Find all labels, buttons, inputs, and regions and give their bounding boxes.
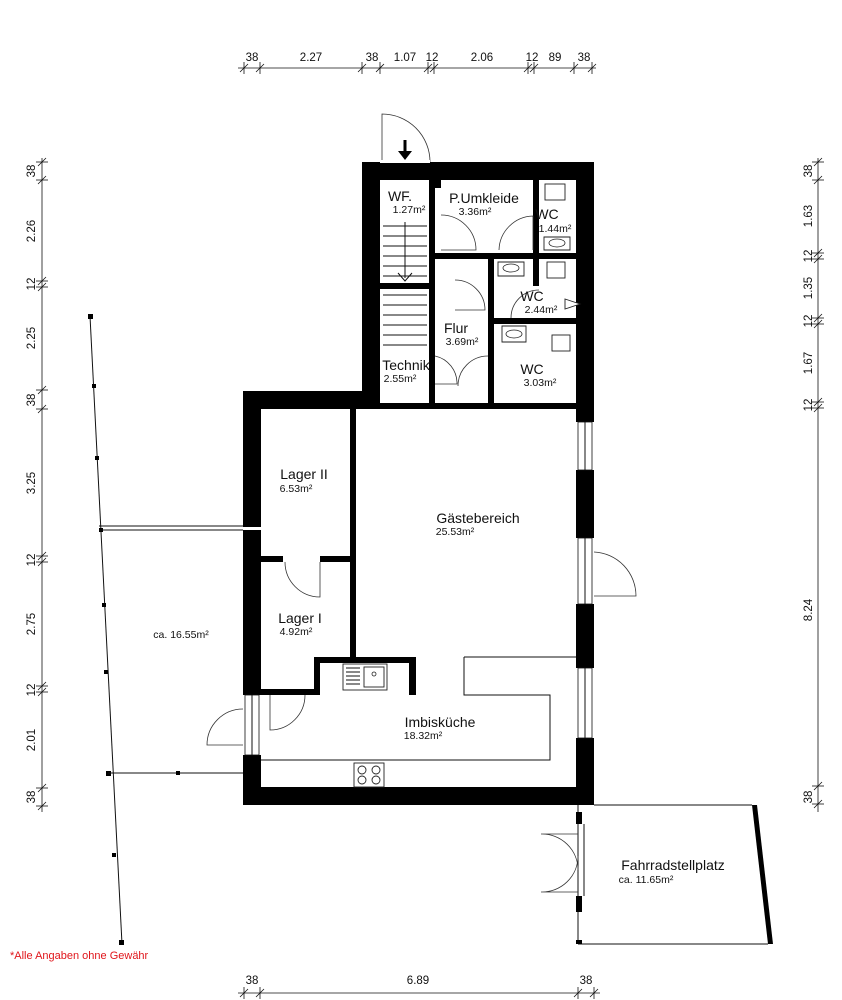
room-kueche-area: 18.32m² xyxy=(404,730,443,742)
room-fahrrad-name: Fahrradstellplatz xyxy=(621,857,725,873)
washbasin-icon xyxy=(497,236,571,343)
dim-right-7: 12 xyxy=(803,399,815,412)
dim-left-4: 2.25 xyxy=(26,327,38,349)
entrance-door xyxy=(380,113,431,163)
room-lager1-area: 4.92m² xyxy=(280,626,313,638)
door-swing-icon xyxy=(206,214,637,746)
bike-parking-outline xyxy=(540,804,773,945)
room-umkleide-name: P.Umkleide xyxy=(449,190,519,206)
stove-icon xyxy=(353,762,385,788)
room-wf-name: WF. xyxy=(388,188,412,204)
disclaimer-note: *Alle Angaben ohne Gewähr xyxy=(10,950,149,962)
dim-left-3: 12 xyxy=(26,278,38,291)
room-wf-area: 1.27m² xyxy=(393,204,426,216)
dim-left-7: 12 xyxy=(26,554,38,567)
dim-bottom-3: 38 xyxy=(580,975,593,987)
room-technik-area: 2.55m² xyxy=(384,373,417,385)
dim-left-5: 38 xyxy=(26,394,38,407)
walls xyxy=(243,162,594,805)
dim-right-5: 12 xyxy=(803,315,815,328)
dim-right-8: 8.24 xyxy=(803,598,815,621)
dim-left-6: 3.25 xyxy=(26,472,38,494)
dim-right-2: 1.63 xyxy=(803,205,815,227)
dimension-labels-top: 38 2.27 38 1.07 12 2.06 12 89 38 xyxy=(246,52,591,64)
dim-right-9: 38 xyxy=(803,791,815,804)
dimension-labels-bottom: 38 6.89 38 xyxy=(246,975,593,987)
dim-top-1: 38 xyxy=(246,52,259,64)
dim-right-6: 1.67 xyxy=(803,352,815,374)
dimension-lines xyxy=(36,62,824,999)
room-labels: WF. 1.27m² P.Umkleide 3.36m² WC 1.44m² W… xyxy=(153,188,724,886)
dim-top-9: 38 xyxy=(578,52,591,64)
dim-top-7: 12 xyxy=(526,52,539,64)
room-technik-name: Technik xyxy=(382,357,430,373)
dim-left-11: 38 xyxy=(26,791,38,804)
dim-left-10: 2.01 xyxy=(26,729,38,751)
room-lager2-area: 6.53m² xyxy=(280,483,313,495)
room-fahrrad-area: ca. 11.65m² xyxy=(619,874,674,886)
room-wc3-name: WC xyxy=(520,361,543,377)
sink-icon xyxy=(342,663,388,691)
room-kueche-name: Imbisküche xyxy=(405,714,476,730)
dimension-labels-left: 38 2.26 12 2.25 38 3.25 12 2.75 12 2.01 … xyxy=(26,165,38,804)
dim-right-4: 1.35 xyxy=(803,277,815,299)
room-umkleide-area: 3.36m² xyxy=(459,206,492,218)
toilet-icon xyxy=(544,183,582,352)
dim-bottom-2: 6.89 xyxy=(407,975,429,987)
room-gaeste-name: Gästebereich xyxy=(436,510,519,526)
dim-top-4: 1.07 xyxy=(394,52,416,64)
room-wc1-area: 1.44m² xyxy=(539,223,572,235)
room-wc3-area: 3.03m² xyxy=(524,377,557,389)
dim-left-8: 2.75 xyxy=(26,613,38,635)
room-flur-name: Flur xyxy=(444,320,468,336)
dim-bottom-1: 38 xyxy=(246,975,259,987)
dim-left-2: 2.26 xyxy=(26,220,38,242)
kitchen-counter xyxy=(261,656,576,761)
room-wc2-name: WC xyxy=(520,288,543,304)
room-wc1-name: WC xyxy=(535,206,558,222)
terrace-outline xyxy=(88,314,243,945)
room-gaeste-area: 25.53m² xyxy=(436,526,475,538)
dim-top-8: 89 xyxy=(549,52,562,64)
dim-top-5: 12 xyxy=(426,52,439,64)
room-wc2-area: 2.44m² xyxy=(525,304,558,316)
dim-right-1: 38 xyxy=(803,165,815,178)
dim-top-2: 2.27 xyxy=(300,52,322,64)
dim-top-3: 38 xyxy=(366,52,379,64)
dim-left-1: 38 xyxy=(26,165,38,178)
dim-right-3: 12 xyxy=(803,250,815,263)
room-lager1-name: Lager I xyxy=(278,610,322,626)
stair-icon xyxy=(383,222,427,346)
entrance-arrow-icon xyxy=(398,140,412,160)
windows xyxy=(244,421,593,756)
dim-left-9: 12 xyxy=(26,684,38,697)
room-lager2-name: Lager II xyxy=(280,466,327,482)
room-flur-area: 3.69m² xyxy=(446,336,479,348)
dimension-labels-right: 38 1.63 12 1.35 12 1.67 12 8.24 38 xyxy=(803,165,815,804)
room-terrasse-area: ca. 16.55m² xyxy=(153,629,209,641)
dim-top-6: 2.06 xyxy=(471,52,493,64)
